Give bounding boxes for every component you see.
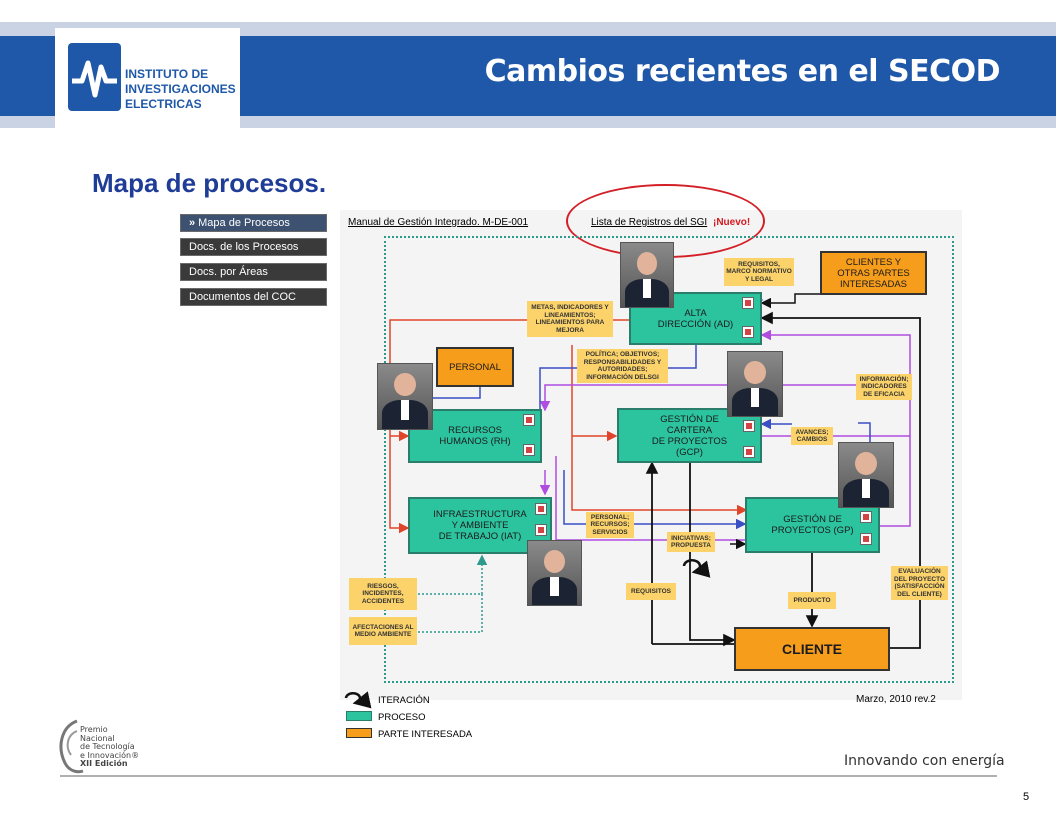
arrow-blue — [563, 470, 747, 530]
org-name-line: INSTITUTO DE — [125, 67, 209, 81]
document-icon[interactable] — [860, 511, 872, 523]
arrow-black — [689, 463, 736, 647]
process-label: DE TRABAJO (IAT) — [438, 531, 522, 542]
note-requisitos: REQUISITOS — [626, 583, 676, 600]
section-subtitle: Mapa de procesos. — [92, 168, 327, 198]
slogan: Innovando con energía — [844, 753, 1005, 769]
note-riesgos: RIESGOS, INCIDENTES, ACCIDENTES — [349, 578, 417, 610]
note-producto: PRODUCTO — [788, 592, 836, 609]
nav-docs-areas-button[interactable]: Docs. por Áreas — [180, 263, 327, 281]
document-icon[interactable] — [535, 503, 547, 515]
person-photo — [620, 242, 674, 308]
note-politica: POLÍTICA; OBJETIVOS; RESPONSABILIDADES Y… — [577, 349, 668, 383]
arrow-black — [760, 293, 822, 309]
arrow-red — [571, 345, 748, 516]
document-icon[interactable] — [535, 524, 547, 536]
process-label: Y AMBIENTE — [451, 520, 509, 531]
party-label: INTERESADAS — [839, 278, 908, 290]
party-label: OTRAS PARTES — [837, 267, 910, 279]
note-requisitos-marco: REQUISITOS, MARCO NORMATIVO Y LEGAL — [724, 258, 794, 286]
process-label: INFRAESTRUCTURA — [433, 509, 527, 520]
note-metas: METAS, INDICADORES Y LINEAMIENTOS; LINEA… — [527, 301, 613, 337]
org-name-line: INVESTIGACIONES — [125, 82, 236, 96]
document-icon[interactable] — [743, 446, 755, 458]
document-icon[interactable] — [860, 533, 872, 545]
document-icon[interactable] — [743, 420, 755, 432]
document-icon[interactable] — [523, 444, 535, 456]
document-icon[interactable] — [742, 326, 754, 338]
org-name: INSTITUTO DE INVESTIGACIONES ELECTRICAS — [125, 67, 236, 112]
arrow-teal — [418, 594, 483, 633]
person-photo — [838, 442, 894, 508]
process-label: ALTA — [684, 307, 707, 319]
arrow-black — [760, 311, 921, 649]
premio-text: Premio Nacional de Tecnología e Innovaci… — [80, 725, 140, 769]
manual-link[interactable]: Manual de Gestión Integrado. M-DE-001 — [348, 217, 529, 228]
note-afectaciones: AFECTACIONES AL MEDIO AMBIENTE — [349, 617, 417, 645]
arrow-purple — [555, 456, 745, 541]
org-name-line: ELECTRICAS — [125, 97, 202, 111]
note-iniciativas: INICIATIVAS; PROPUESTA — [667, 532, 715, 552]
nav-label: Docs. por Áreas — [189, 266, 268, 278]
document-icon[interactable] — [523, 414, 535, 426]
person-photo — [377, 363, 433, 430]
note-informacion: INFORMACIÓN; INDICADORES DE EFICACIA — [856, 374, 912, 400]
party-personal[interactable]: PERSONAL — [436, 347, 514, 387]
note-personal-recursos: PERSONAL; RECURSOS; SERVICIOS — [586, 512, 634, 538]
premio-line: Premio — [80, 725, 108, 734]
header-top-band — [0, 22, 1056, 36]
legend-iteracion: ITERACIÓN — [378, 695, 430, 706]
premio-line: e Innovación® — [80, 750, 140, 760]
party-label: CLIENTE — [782, 640, 842, 657]
iie-logo-icon — [68, 43, 121, 111]
person-photo — [527, 540, 582, 606]
header-under-band — [0, 116, 1056, 128]
nav-label: Docs. de los Procesos — [189, 241, 299, 253]
process-label: DIRECCIÓN (AD) — [657, 318, 734, 330]
process-label: HUMANOS (RH) — [439, 436, 511, 447]
process-label: GESTIÓN DE CARTERA — [660, 413, 719, 436]
revision-date: Marzo, 2010 rev.2 — [856, 694, 936, 705]
premio-logo-icon — [59, 719, 84, 774]
premio-line: XII Edición — [80, 759, 128, 768]
premio-line: Nacional — [80, 733, 115, 743]
note-evaluacion: EVALUACIÓN DEL PROYECTO (SATISFACCIÓN DE… — [891, 566, 948, 600]
nav-docs-procesos-button[interactable]: Docs. de los Procesos — [180, 238, 327, 256]
iteration-legend-icon — [344, 691, 372, 709]
nav-label: Mapa de Procesos — [198, 217, 290, 229]
arrow-purple — [880, 436, 911, 527]
party-cliente[interactable]: CLIENTE — [734, 627, 890, 671]
process-label: RECURSOS — [448, 425, 502, 436]
footer-divider — [60, 775, 997, 777]
slide-title: Cambios recientes en el SECOD — [484, 54, 1001, 89]
legend-party-swatch — [346, 728, 372, 738]
nav-mapa-procesos-button[interactable]: »Mapa de Procesos — [180, 214, 327, 232]
person-photo — [727, 351, 783, 417]
iteration-icon — [682, 558, 711, 578]
process-label: DE PROYECTOS (GCP) — [651, 435, 728, 458]
nav-documentos-coc-button[interactable]: Documentos del COC — [180, 288, 327, 306]
legend-proceso: PROCESO — [378, 712, 426, 723]
legend-parte: PARTE INTERESADA — [378, 729, 473, 740]
process-label: PROYECTOS (GP) — [771, 525, 854, 536]
nav-label: Documentos del COC — [189, 291, 296, 303]
document-icon[interactable] — [742, 297, 754, 309]
legend-process-swatch — [346, 711, 372, 721]
page-number: 5 — [1023, 791, 1030, 803]
chevron-right-icon: » — [189, 217, 196, 229]
party-label: CLIENTES Y — [845, 256, 902, 268]
party-label: PERSONAL — [449, 361, 501, 373]
note-avances: AVANCES; CAMBIOS — [791, 427, 833, 445]
organization-boundary — [384, 236, 954, 683]
arrow-teal — [418, 554, 488, 595]
premio-line: de Tecnología — [80, 742, 135, 751]
process-label: GESTIÓN DE — [783, 514, 842, 525]
